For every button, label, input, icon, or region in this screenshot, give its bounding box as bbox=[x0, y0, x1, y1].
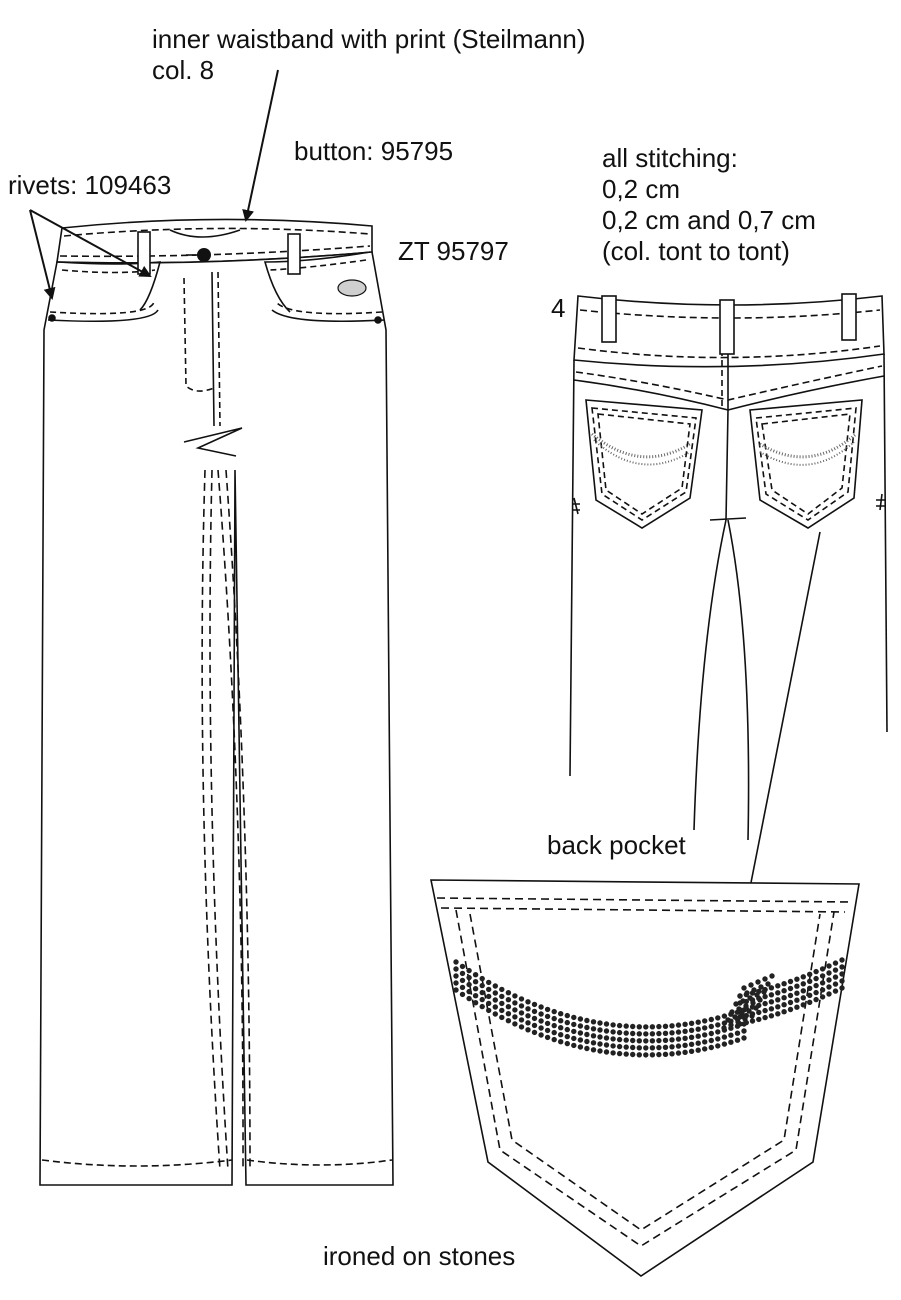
back-view-jeans bbox=[569, 293, 888, 841]
crotch bbox=[183, 427, 243, 457]
front-hem-stitch-right bbox=[246, 1159, 393, 1166]
detail-pocket-outline bbox=[430, 879, 860, 1277]
front-pocket-right bbox=[263, 251, 371, 313]
belt-loop-left bbox=[137, 231, 151, 275]
patch-label bbox=[337, 279, 367, 297]
front-pocket-left bbox=[57, 261, 162, 311]
back-outline-right bbox=[883, 353, 888, 733]
front-side-stitch-right bbox=[271, 309, 385, 323]
label-inner-waistband-line2: col. 8 bbox=[152, 55, 215, 85]
back-outline-left bbox=[569, 359, 575, 777]
label-stitching-3: (col. tont to tont) bbox=[602, 236, 790, 266]
label-stitching-2: 0,2 cm and 0,7 cm bbox=[602, 205, 816, 235]
ironed-stones-pattern bbox=[453, 957, 845, 1058]
back-inseam-right bbox=[727, 519, 750, 841]
back-belt-loop-right bbox=[841, 293, 857, 341]
belt-loop-right bbox=[287, 233, 301, 275]
small-pocket-stones-left bbox=[591, 432, 691, 459]
label-stitching: all stitching: 0,2 cm 0,2 cm and 0,7 cm … bbox=[602, 143, 816, 267]
button-icon bbox=[197, 248, 211, 262]
label-inner-waistband: inner waistband with print (Steilmann) c… bbox=[152, 24, 586, 86]
label-zipper: ZT 95797 bbox=[398, 236, 509, 266]
label-size-marker: 4 bbox=[551, 293, 566, 323]
arrow-waistband bbox=[242, 69, 279, 222]
detail-pointer-line bbox=[745, 531, 821, 909]
back-belt-loop-center bbox=[719, 299, 735, 355]
front-side-stitch-left bbox=[47, 309, 159, 323]
inseam-right-stitch bbox=[225, 469, 251, 1171]
label-ironed-stones: ironed on stones bbox=[323, 1241, 516, 1271]
annotation-arrows bbox=[29, 69, 279, 300]
rivet-left bbox=[48, 314, 56, 322]
label-inner-waistband-line1: inner waistband with print (Steilmann) bbox=[152, 24, 586, 54]
back-pocket-small-left bbox=[585, 399, 703, 529]
label-stitching-1: 0,2 cm bbox=[602, 174, 681, 204]
fly-stitch bbox=[183, 277, 215, 392]
front-waistband-stitch bbox=[63, 227, 371, 237]
back-pocket-detail bbox=[430, 879, 860, 1277]
front-outline bbox=[39, 251, 394, 1186]
back-belt-loop-left bbox=[601, 295, 617, 343]
rivet-right bbox=[374, 316, 382, 324]
label-rivets: rivets: 109463 bbox=[8, 170, 172, 200]
label-stitching-title: all stitching: bbox=[602, 143, 738, 173]
arrow-rivets-b bbox=[29, 209, 56, 300]
label-back-pocket: back pocket bbox=[547, 830, 686, 860]
arrow-rivets-a bbox=[29, 209, 152, 277]
front-hem-stitch-left bbox=[41, 1159, 233, 1167]
label-button: button: 95795 bbox=[294, 136, 454, 166]
front-view-jeans bbox=[39, 218, 394, 1186]
back-inseam-left bbox=[693, 519, 727, 831]
small-pocket-stones-right bbox=[759, 432, 857, 459]
inseam-left-stitch bbox=[201, 469, 221, 1171]
